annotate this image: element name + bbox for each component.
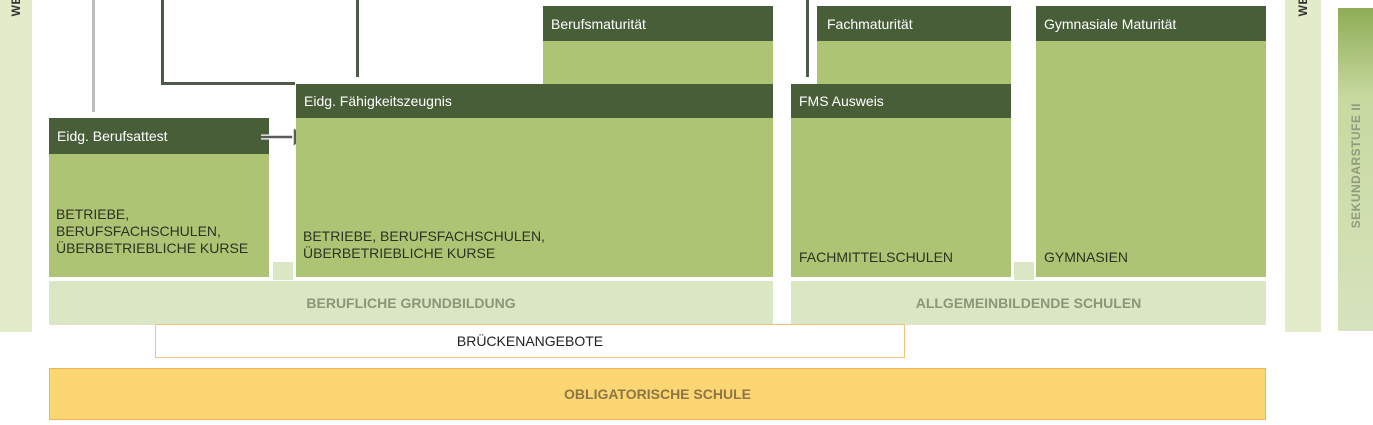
fms-text: FACHMITTELSCHULEN <box>799 249 954 265</box>
faehigkeitszeugnis-header: Eidg. Fähigkeitszeugnis <box>296 84 773 118</box>
connector-line-grey <box>92 0 95 112</box>
right-side-strip: WE <box>1285 0 1321 332</box>
fms-header-label: FMS Ausweis <box>799 93 884 109</box>
berufsattest-header-label: Eidg. Berufsattest <box>57 128 168 144</box>
level-strip-label: SEKUNDARSTUFE II <box>1349 103 1363 229</box>
connector-line-vertical-1 <box>161 0 164 84</box>
berufsmaturitaet-block: Berufsmaturität <box>543 6 773 84</box>
faehigkeitszeugnis-header-label: Eidg. Fähigkeitszeugnis <box>304 93 452 109</box>
left-side-strip: WE <box>0 0 32 332</box>
faehigkeitszeugnis-block: Eidg. Fähigkeitszeugnis BETRIEBE, BERUFS… <box>296 84 773 277</box>
berufliche-grundbildung-band: BERUFLICHE GRUNDBILDUNG <box>49 281 773 325</box>
fachmaturitaet-header-label: Fachmaturität <box>827 15 913 32</box>
berufsmaturitaet-header: Berufsmaturität <box>543 6 773 41</box>
level-strip: SEKUNDARSTUFE II <box>1338 8 1373 331</box>
fachmaturitaet-header: Fachmaturität <box>817 6 1011 41</box>
connector-line-vertical-3 <box>806 0 809 77</box>
right-strip-label: WE <box>1296 0 1310 17</box>
berufsattest-block: Eidg. Berufsattest BETRIEBE, BERUFSFACHS… <box>49 118 269 277</box>
berufsmaturitaet-header-label: Berufsmaturität <box>551 15 646 32</box>
fms-header: FMS Ausweis <box>791 84 1011 118</box>
connector-square-left <box>273 262 293 280</box>
obligatorische-schule-band: OBLIGATORISCHE SCHULE <box>49 368 1266 420</box>
berufsattest-header: Eidg. Berufsattest <box>49 118 269 154</box>
berufliche-grundbildung-label: BERUFLICHE GRUNDBILDUNG <box>306 295 516 311</box>
connector-square-right <box>1014 262 1034 280</box>
gymnasiale-header-label: Gymnasiale Maturität <box>1044 15 1177 32</box>
allgemeinbildende-schulen-label: ALLGEMEINBILDENDE SCHULEN <box>915 295 1142 311</box>
connector-line-horizontal <box>161 82 295 85</box>
faehigkeitszeugnis-text: BETRIEBE, BERUFSFACHSCHULEN, ÜBERBETRIEB… <box>303 228 545 261</box>
brueckenangebote-label: BRÜCKENANGEBOTE <box>456 333 604 349</box>
obligatorische-schule-label: OBLIGATORISCHE SCHULE <box>564 386 751 402</box>
gymnasiale-text: GYMNASIEN <box>1044 249 1129 265</box>
left-strip-label: WE <box>9 0 23 17</box>
connector-line-vertical-2 <box>356 0 359 77</box>
gymnasiale-header: Gymnasiale Maturität <box>1036 6 1266 41</box>
fachmaturitaet-block: Fachmaturität <box>817 6 1011 84</box>
allgemeinbildende-schulen-band: ALLGEMEINBILDENDE SCHULEN <box>791 281 1266 325</box>
brueckenangebote-box: BRÜCKENANGEBOTE <box>155 324 905 358</box>
gymnasiale-block: Gymnasiale Maturität GYMNASIEN <box>1036 6 1266 277</box>
fms-block: FMS Ausweis FACHMITTELSCHULEN <box>791 84 1011 277</box>
berufsattest-text: BETRIEBE, BERUFSFACHSCHULEN, ÜBERBETRIEB… <box>56 206 249 256</box>
